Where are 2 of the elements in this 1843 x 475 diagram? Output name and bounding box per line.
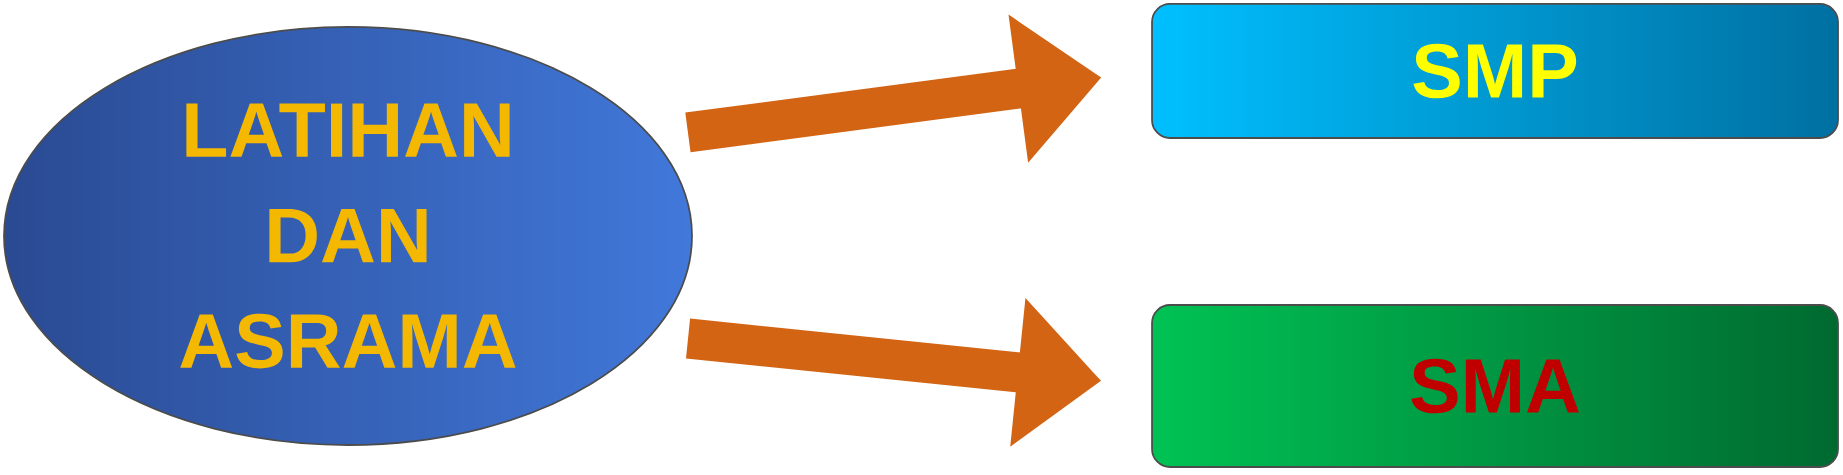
rounded-box: SMA [1151,304,1839,468]
rounded-box: SMP [1151,3,1839,139]
